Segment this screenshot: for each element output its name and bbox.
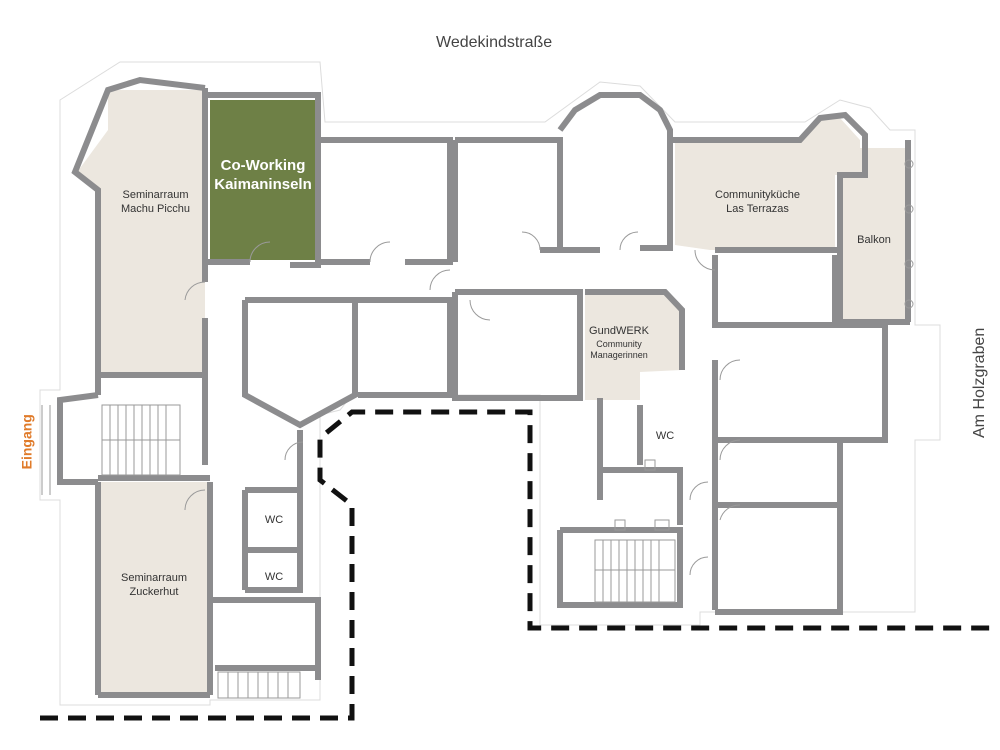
label-machu-picchu: Seminarraum Machu Picchu bbox=[120, 189, 191, 215]
room-kueche bbox=[675, 118, 860, 250]
room-coworking bbox=[210, 100, 316, 260]
label-gundwerk: GundWERK Community Managerinnen bbox=[589, 325, 649, 360]
stair-southeast bbox=[594, 539, 676, 603]
walls bbox=[57, 76, 911, 698]
room-gundwerk bbox=[585, 292, 682, 400]
stairs bbox=[101, 404, 676, 699]
label-wc-1: WC bbox=[264, 514, 284, 526]
room-fills bbox=[75, 90, 906, 692]
label-kueche: Communityküche Las Terrazas bbox=[715, 189, 800, 215]
street-right-label: Am Holzgraben bbox=[971, 327, 988, 438]
room-zuckerhut bbox=[100, 482, 208, 692]
entrance-marks bbox=[41, 405, 51, 495]
stair-south bbox=[217, 671, 301, 699]
stair-west bbox=[101, 404, 181, 476]
label-wc-3: WC bbox=[655, 430, 675, 442]
label-wc-2: WC bbox=[264, 571, 284, 583]
label-zuckerhut: Seminarraum Zuckerhut bbox=[120, 572, 188, 598]
doors bbox=[184, 231, 741, 576]
label-balkon: Balkon bbox=[857, 234, 891, 246]
label-coworking: Co-Working Kaimaninseln bbox=[214, 157, 312, 193]
room-machu-picchu bbox=[75, 90, 205, 375]
entrance-label: Eingang bbox=[18, 414, 35, 470]
street-top-label: Wedekindstraße bbox=[436, 34, 553, 51]
fixtures bbox=[614, 159, 914, 531]
